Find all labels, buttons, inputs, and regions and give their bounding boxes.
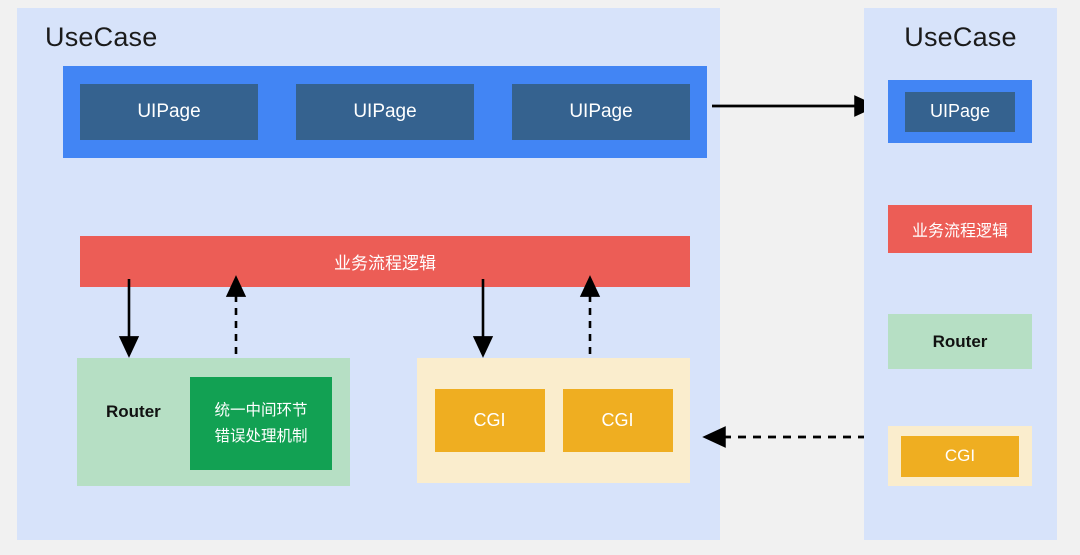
uipage-box[interactable]: UIPage (80, 84, 258, 140)
router-group: Router 统一中间环节 错误处理机制 (77, 358, 350, 486)
error-handling-line-2: 错误处理机制 (214, 427, 308, 445)
cgi-box[interactable]: CGI (562, 389, 673, 452)
cgi-group: CGI CGI (417, 358, 690, 483)
business-logic-bar[interactable]: 业务流程逻辑 (80, 236, 690, 287)
cgi-box[interactable]: CGI (434, 389, 545, 452)
left-usecase-panel: UseCase UIPage UIPage UIPage 业务流程逻辑 Rout… (17, 8, 720, 540)
uipage-box[interactable]: UIPage (296, 84, 474, 140)
legend-uipage-inner: UIPage (905, 91, 1015, 132)
error-handling-box[interactable]: 统一中间环节 错误处理机制 (190, 377, 332, 470)
legend-item-router[interactable]: Router (888, 314, 1032, 369)
legend-item-uipage[interactable]: UIPage (888, 80, 1032, 143)
left-panel-title: UseCase (45, 22, 158, 52)
error-handling-line-1: 统一中间环节 (214, 401, 308, 419)
legend-item-business-logic[interactable]: 业务流程逻辑 (888, 205, 1032, 253)
uipage-box[interactable]: UIPage (512, 84, 690, 140)
legend-item-cgi[interactable]: CGI (888, 426, 1032, 486)
right-panel-title: UseCase (904, 22, 1017, 52)
router-label: Router (106, 402, 161, 421)
internal-connectors (118, 275, 601, 358)
uipage-band: UIPage UIPage UIPage (63, 66, 707, 158)
legend-cgi-inner: CGI (901, 435, 1019, 477)
right-legend-panel: UseCase UIPage 业务流程逻辑 Router CGI (864, 8, 1057, 540)
